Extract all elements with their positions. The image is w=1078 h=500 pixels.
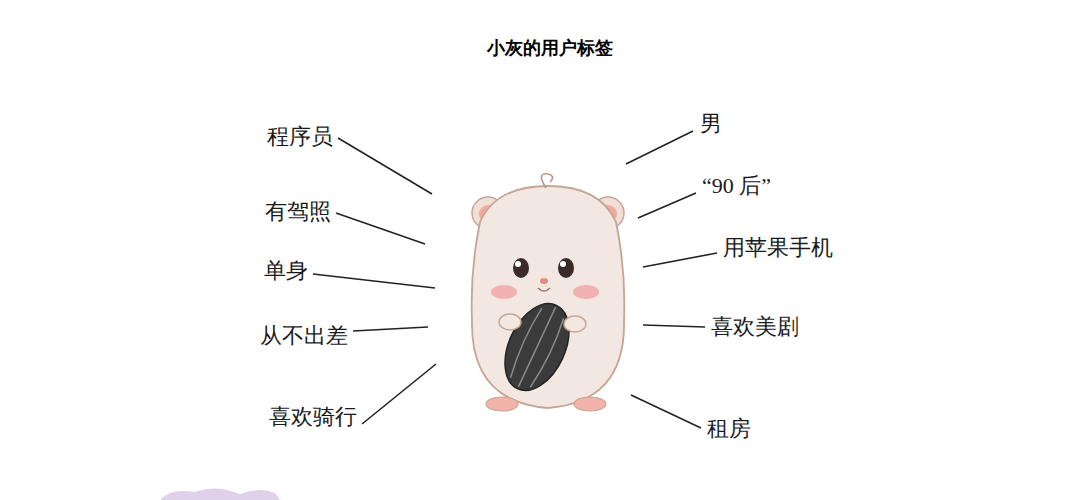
tag-label: 喜欢骑行 [269,404,357,430]
leader-line [626,131,693,164]
tag-label: 单身 [264,258,308,284]
tag-label: 程序员 [267,124,333,150]
leader-line [313,274,435,288]
leader-line [643,325,705,327]
leader-line [336,213,425,244]
tag-label: 有驾照 [265,199,331,225]
leader-line [353,327,428,331]
tag-label: 男 [700,111,722,137]
leader-line [638,193,696,218]
leader-line [338,138,432,194]
decoration [160,488,280,500]
leader-lines [313,131,717,428]
leader-line [643,253,717,267]
hamster [472,174,625,411]
leader-line [362,364,436,424]
tag-label: 喜欢美剧 [711,314,799,340]
tag-label: 从不出差 [260,323,348,349]
tag-label: “90 后” [702,173,771,199]
leader-line [631,395,701,428]
diagram-title: 小灰的用户标签 [487,38,613,60]
tag-label: 用苹果手机 [723,235,833,261]
tag-label: 租房 [707,416,751,442]
